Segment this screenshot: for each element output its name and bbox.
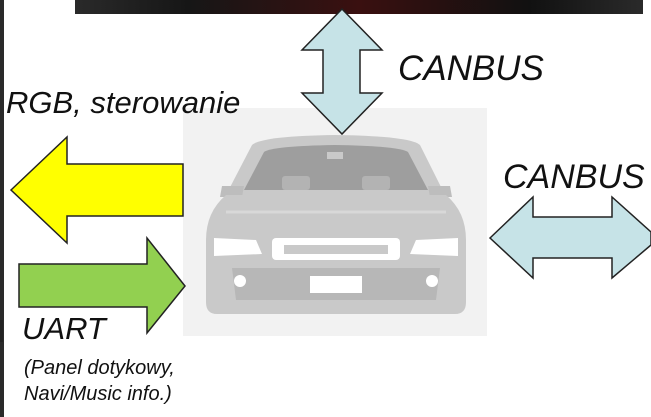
top-photo-strip xyxy=(75,0,643,14)
car-front-icon xyxy=(206,135,466,314)
rgb-arrow-left xyxy=(9,135,184,245)
left-edge-bar xyxy=(0,0,4,417)
rgb-control-label: RGB, sterowanie xyxy=(6,85,241,120)
canbus-top-label: CANBUS xyxy=(398,49,544,88)
canbus-right-label: CANBUS xyxy=(503,158,645,196)
uart-note-line-2: Navi/Music info.) xyxy=(24,383,172,405)
canbus-horizontal-arrow xyxy=(488,195,651,280)
uart-note: (Panel dotykowy, Navi/Music info.) xyxy=(24,355,175,407)
canbus-vertical-arrow xyxy=(300,7,384,136)
uart-label: UART xyxy=(22,311,106,346)
uart-arrow-right xyxy=(18,235,186,336)
left-bracket xyxy=(0,320,11,342)
uart-note-line-1: (Panel dotykowy, xyxy=(24,357,175,379)
